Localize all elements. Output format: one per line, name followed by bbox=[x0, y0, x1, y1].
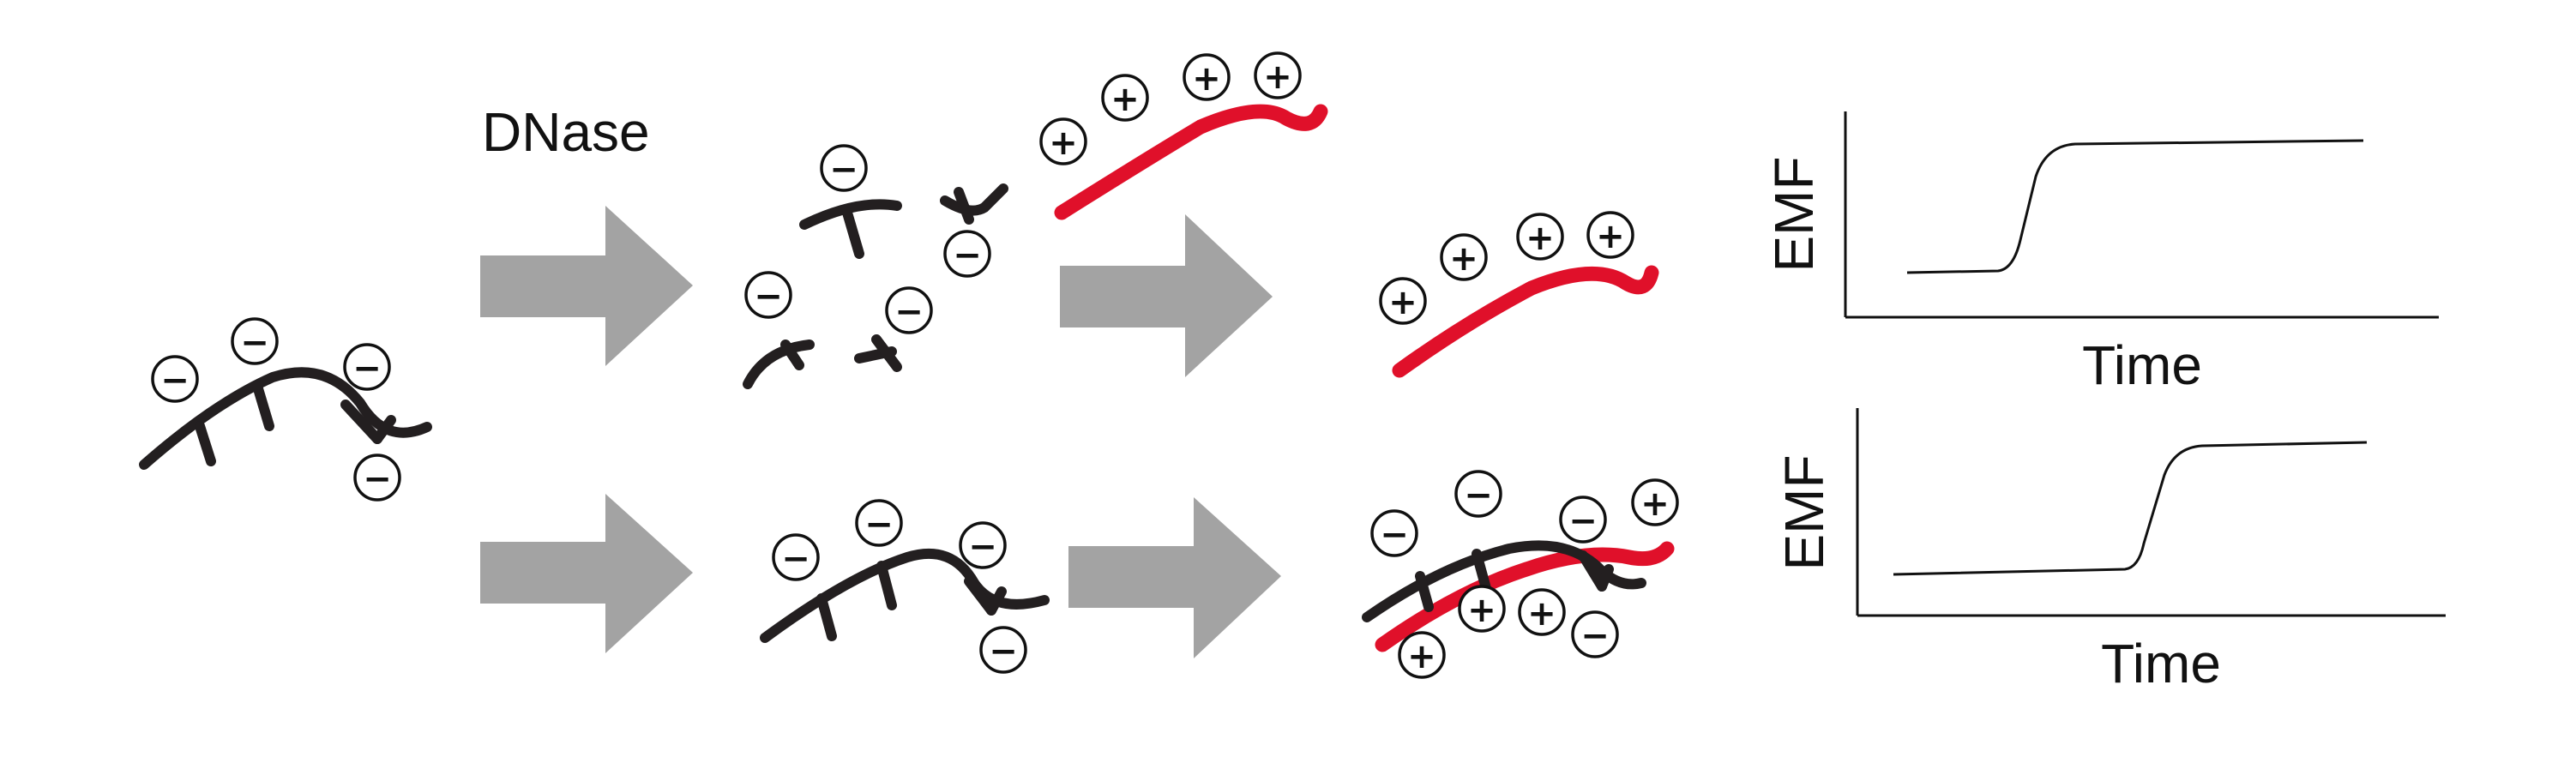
svg-text:+: + bbox=[1110, 80, 1140, 119]
positive-charge: + bbox=[1458, 585, 1506, 633]
svg-text:−: − bbox=[160, 361, 190, 400]
svg-text:−: − bbox=[240, 323, 269, 363]
svg-text:−: − bbox=[1580, 616, 1610, 656]
svg-text:+: + bbox=[1407, 637, 1436, 676]
negative-charge: − bbox=[772, 533, 820, 581]
polycation-strand bbox=[1375, 541, 1675, 652]
svg-text:+: + bbox=[1527, 594, 1556, 634]
svg-text:−: − bbox=[968, 527, 997, 567]
svg-text:+: + bbox=[1596, 217, 1625, 256]
emf-curve bbox=[1893, 441, 2368, 576]
dna-fragment bbox=[854, 334, 902, 372]
negative-charge: − bbox=[1559, 496, 1607, 544]
negative-charge: − bbox=[151, 355, 199, 403]
svg-text:+: + bbox=[1263, 57, 1292, 97]
negative-charge: − bbox=[353, 454, 401, 502]
svg-text:−: − bbox=[1464, 476, 1493, 515]
emf-graph-bottom: EMF Time bbox=[1773, 408, 2446, 694]
positive-charge: + bbox=[1039, 117, 1087, 165]
negative-charge: − bbox=[959, 521, 1007, 569]
positive-charge: + bbox=[1101, 74, 1149, 122]
svg-text:−: − bbox=[953, 236, 982, 275]
svg-text:−: − bbox=[1380, 515, 1409, 555]
negative-charge: − bbox=[855, 499, 903, 547]
negative-charge: − bbox=[1370, 509, 1418, 557]
x-axis-label: Time bbox=[2082, 334, 2202, 396]
dnase-label: DNase bbox=[482, 101, 650, 163]
negative-charge: − bbox=[231, 317, 279, 365]
dna-strand-complexed bbox=[1362, 540, 1646, 622]
arrow-top-1 bbox=[480, 206, 693, 366]
dna-fragment bbox=[940, 183, 1008, 225]
positive-charge: + bbox=[1516, 213, 1564, 261]
negative-charge: − bbox=[1454, 470, 1502, 518]
svg-text:+: + bbox=[1467, 591, 1496, 630]
dna-fragment bbox=[743, 339, 815, 389]
svg-text:+: + bbox=[1388, 283, 1417, 322]
negative-charge: − bbox=[744, 271, 792, 319]
svg-text:−: − bbox=[864, 505, 894, 544]
arrow-bottom-1 bbox=[480, 494, 693, 653]
positive-charge: + bbox=[1183, 53, 1231, 101]
polycation-strand bbox=[1054, 104, 1328, 220]
y-axis-label: EMF bbox=[1763, 156, 1825, 272]
negative-charge: − bbox=[820, 144, 868, 192]
x-axis-label: Time bbox=[2101, 633, 2221, 694]
svg-text:+: + bbox=[1449, 239, 1478, 279]
positive-charge: + bbox=[1631, 478, 1679, 526]
positive-charge: + bbox=[1379, 277, 1427, 325]
positive-charge: + bbox=[1398, 631, 1446, 679]
svg-text:−: − bbox=[894, 292, 924, 332]
positive-charge: + bbox=[1586, 211, 1634, 259]
svg-text:−: − bbox=[363, 460, 392, 499]
dna-fragment bbox=[799, 199, 902, 259]
positive-charge: + bbox=[1518, 588, 1566, 636]
negative-charge: − bbox=[885, 286, 933, 334]
polycation-strand bbox=[1392, 265, 1659, 378]
arrow-bottom-2 bbox=[1068, 497, 1281, 658]
svg-text:−: − bbox=[829, 150, 858, 189]
dna-strand-initial bbox=[139, 367, 432, 470]
emf-graph-top: EMF Time bbox=[1763, 111, 2439, 396]
negative-charge: − bbox=[343, 343, 391, 391]
arrow-top-2 bbox=[1060, 214, 1273, 377]
negative-charge: − bbox=[943, 230, 991, 278]
svg-text:−: − bbox=[781, 539, 810, 579]
svg-text:−: − bbox=[1568, 502, 1598, 541]
svg-text:+: + bbox=[1526, 219, 1555, 258]
dna-strand-intact bbox=[760, 548, 1050, 643]
svg-text:−: − bbox=[989, 632, 1018, 671]
positive-charge: + bbox=[1254, 51, 1302, 99]
svg-text:−: − bbox=[754, 277, 783, 316]
negative-charge: − bbox=[979, 626, 1027, 674]
svg-text:+: + bbox=[1192, 59, 1221, 99]
negative-charge: − bbox=[1571, 610, 1619, 658]
svg-text:−: − bbox=[352, 349, 382, 388]
svg-text:+: + bbox=[1640, 484, 1670, 524]
emf-curve bbox=[1906, 139, 2364, 274]
y-axis-label: EMF bbox=[1773, 454, 1835, 570]
positive-charge: + bbox=[1440, 233, 1488, 281]
svg-text:+: + bbox=[1049, 123, 1078, 163]
